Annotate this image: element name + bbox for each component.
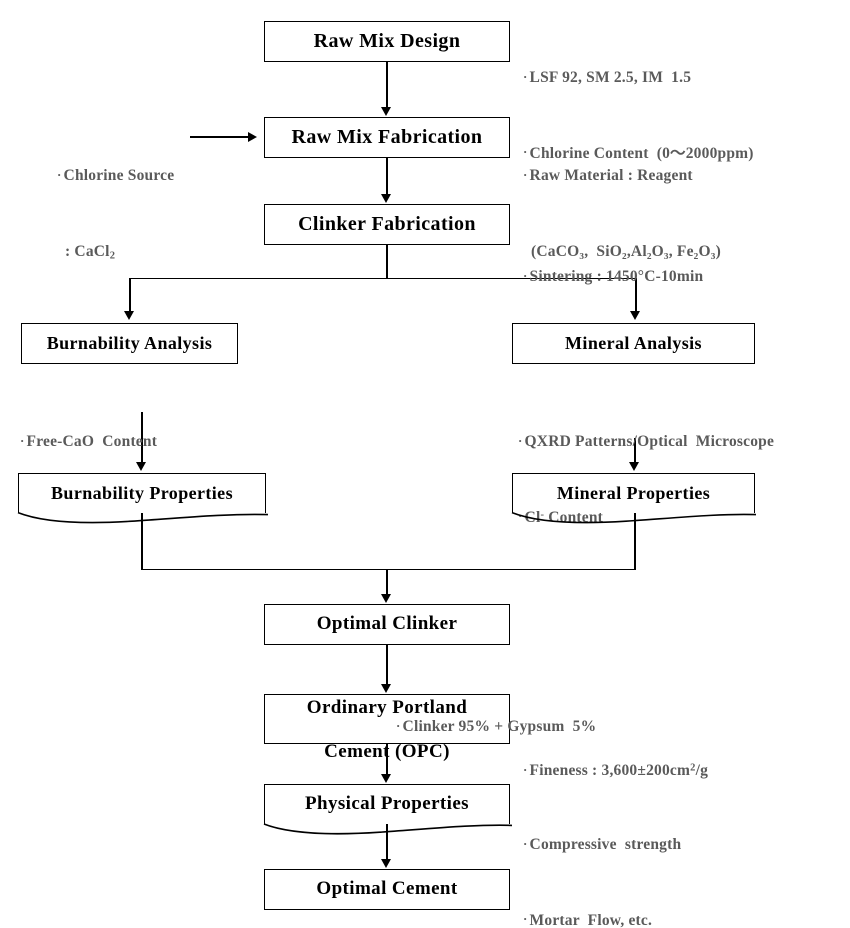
annotation-line: ·Compressive strength [523, 835, 682, 854]
annotation-fineness: ·Fineness : 3,600±200cm2/g [523, 708, 708, 834]
node-optimal-clinker[interactable]: Optimal Clinker [264, 604, 510, 645]
node-label: Raw Mix Design [313, 29, 461, 52]
arrowhead-mineral-analysis [630, 311, 641, 320]
annotation-raw-mix-fabrication: ·Raw Material : Reagent (CaCO₃, SiO₂,Al₂… [523, 113, 721, 314]
arrowhead-clinker [381, 194, 392, 203]
annotation-mineral-analysis: ·QXRD Patterns/Optical Microscope ·Cl- C… [518, 379, 774, 580]
annotation-line: ·Free-CaO Content [20, 432, 158, 451]
arrowhead-opc [381, 684, 392, 693]
connector-mineral-properties-down [634, 513, 636, 570]
annotation-raw-mix-design: ·LSF 92, SM 2.5, IM 1.5 ·Chlorine Conten… [523, 15, 754, 216]
node-mineral-properties[interactable]: Mineral Properties [512, 473, 755, 513]
annotation-clinker-fabrication: ·Sintering : 1450°C-10min [523, 214, 703, 340]
node-label: Optimal Clinker [316, 613, 458, 635]
node-optimal-cement[interactable]: Optimal Cement [264, 869, 510, 910]
opc-line-2: Cement (OPC) [324, 741, 450, 763]
bullet-icon: · [523, 267, 528, 283]
annotation-line: ·LSF 92, SM 2.5, IM 1.5 [523, 68, 692, 87]
annotation-clinker-gypsum: ·Clinker 95% + Gypsum 5% [396, 664, 596, 790]
connector-split-right-drop [635, 277, 637, 314]
node-physical-properties[interactable]: Physical Properties [264, 784, 510, 824]
annotation-line: (CaCO₃, SiO₂,Al₂O₃, Fe₂O₃) [531, 242, 721, 260]
connector-fabrication-to-clinker [386, 158, 388, 196]
annotation-line: ·Raw Material : Reagent [523, 166, 693, 185]
node-ordinary-portland-cement[interactable]: Ordinary Portland Cement (OPC) [264, 694, 510, 762]
node-label: Mineral Properties [556, 482, 711, 503]
connector-merge-to-optimal-clinker [386, 568, 388, 597]
arrowhead-fabrication [381, 107, 392, 116]
node-label: Ordinary Portland Cement (OPC) [307, 674, 467, 764]
bullet-icon: · [523, 166, 528, 182]
arrowhead-optimal-clinker [381, 594, 392, 603]
annotation-line: ·Fineness : 3,600±200cm2/g [523, 761, 709, 780]
bullet-icon: · [523, 835, 528, 851]
arrowhead-burnability-analysis [124, 311, 135, 320]
connector-burnability-properties-down [141, 513, 143, 570]
node-label: Physical Properties [305, 793, 469, 815]
bullet-icon: · [396, 717, 401, 733]
annotation-line: : CaCl2 [65, 242, 116, 261]
node-mineral-analysis[interactable]: Mineral Analysis [512, 323, 755, 364]
connector-chlorine-to-fabrication [190, 136, 250, 138]
node-clinker-fabrication[interactable]: Clinker Fabrication [264, 204, 510, 245]
bullet-icon: · [57, 166, 62, 182]
arrowhead-chlorine [248, 131, 257, 142]
node-burnability-properties[interactable]: Burnability Properties [18, 473, 266, 513]
bullet-icon: · [518, 432, 523, 448]
node-label: Raw Mix Fabrication [291, 125, 483, 148]
connector-physical-to-optimal-cement [386, 824, 388, 861]
node-raw-mix-design[interactable]: Raw Mix Design [264, 21, 510, 62]
connector-clinker-to-opc [386, 645, 388, 686]
annotation-line: ·Chlorine Content (0～2000ppm) [523, 144, 754, 162]
node-label: Burnability Analysis [46, 332, 213, 353]
connector-split-left-drop [129, 277, 131, 314]
annotation-line: ·Cl- Content [518, 508, 604, 526]
node-label: Burnability Properties [51, 482, 233, 503]
connector-clinker-to-split [386, 245, 388, 279]
arrowhead-optimal-cement [381, 859, 392, 868]
subscript: 2 [109, 249, 116, 261]
superscript: 2 [690, 762, 696, 774]
node-burnability-analysis[interactable]: Burnability Analysis [21, 323, 238, 364]
annotation-chlorine-source: ·Chlorine Source : CaCl2 [57, 113, 174, 314]
bullet-icon: · [523, 68, 528, 84]
annotation-line: ·Mortar Flow, etc. [523, 911, 653, 928]
annotation-physical-properties: ·Compressive strength ·Mortar Flow, etc. [523, 782, 681, 928]
opc-line-1: Ordinary Portland [306, 696, 468, 718]
bullet-icon: · [523, 761, 528, 777]
connector-mineral-analysis-to-properties [634, 438, 636, 464]
annotation-line: ·Sintering : 1450°C-10min [523, 267, 704, 286]
bullet-icon: · [523, 144, 528, 159]
node-raw-mix-fabrication[interactable]: Raw Mix Fabrication [264, 117, 510, 158]
node-label: Clinker Fabrication [298, 212, 476, 235]
connector-split-bus [129, 277, 637, 280]
annotation-line: ·QXRD Patterns/Optical Microscope [518, 432, 775, 451]
connector-burnability-analysis-to-properties [141, 412, 143, 464]
arrowhead-burnability-properties [136, 462, 147, 471]
arrowhead-physical-properties [381, 774, 392, 783]
connector-opc-to-physical [386, 744, 388, 776]
connector-merge-bus [141, 568, 636, 571]
bullet-icon: · [523, 911, 528, 926]
node-label: Mineral Analysis [565, 332, 702, 353]
arrowhead-mineral-properties [629, 462, 640, 471]
node-label: Optimal Cement [316, 878, 458, 900]
connector-design-to-fabrication [386, 62, 388, 109]
bullet-icon: · [20, 432, 25, 448]
annotation-line: ·Clinker 95% + Gypsum 5% [396, 717, 597, 736]
annotation-line: ·Chlorine Source [57, 166, 175, 185]
annotation-burnability-analysis: ·Free-CaO Content [20, 379, 157, 505]
